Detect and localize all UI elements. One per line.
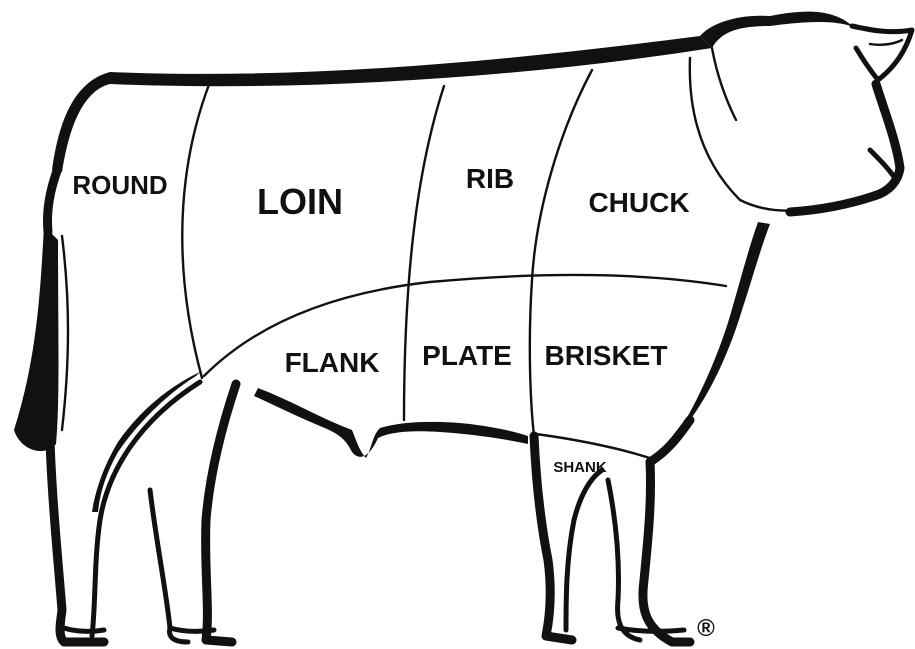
hind-hoof-line	[61, 625, 107, 634]
cut-lines	[181, 68, 728, 462]
label-rib: RIB	[466, 163, 514, 194]
ear-inner	[868, 38, 904, 46]
back-line	[52, 36, 712, 172]
tail	[14, 226, 59, 452]
shank-divider	[534, 432, 658, 462]
hind-leg-2-front	[201, 379, 241, 647]
jaw-line	[710, 46, 738, 122]
rump-line	[43, 163, 63, 237]
front-leg-back	[529, 431, 577, 645]
registered-mark: ®	[697, 615, 715, 642]
hind-leg-2-hoof	[167, 625, 217, 634]
front-leg-2-front	[638, 457, 695, 647]
label-chuck: CHUCK	[588, 187, 689, 218]
chest-lower	[645, 415, 695, 467]
head-top	[700, 11, 860, 49]
label-round: ROUND	[72, 170, 167, 200]
cow-outline	[14, 11, 915, 647]
front-leg-2-back	[605, 477, 643, 643]
rib-chuck-divider	[528, 68, 594, 438]
ear	[849, 23, 915, 83]
muzzle	[867, 147, 899, 183]
hind-leg-outer	[45, 435, 109, 647]
front-hoof-line	[615, 625, 687, 634]
front-leg-inner	[563, 467, 605, 633]
belly-upper-divider	[202, 273, 728, 378]
label-brisket: BRISKET	[545, 340, 668, 371]
head-back-line	[688, 56, 802, 212]
label-plate: PLATE	[422, 340, 512, 371]
hind-leg-2-back	[147, 487, 191, 645]
face-front	[785, 79, 905, 217]
cut-labels: ROUND LOIN RIB CHUCK FLANK PLATE BRISKET…	[72, 163, 689, 476]
label-flank: FLANK	[285, 347, 380, 378]
round-loin-divider	[181, 80, 212, 380]
label-loin: LOIN	[257, 181, 343, 222]
chest-front	[680, 222, 770, 430]
hind-leg-inner	[89, 379, 203, 639]
label-shank: SHANK	[553, 459, 607, 476]
loin-rib-divider	[402, 84, 446, 422]
tail-inner-line	[60, 234, 70, 432]
belly-flank	[254, 388, 528, 458]
